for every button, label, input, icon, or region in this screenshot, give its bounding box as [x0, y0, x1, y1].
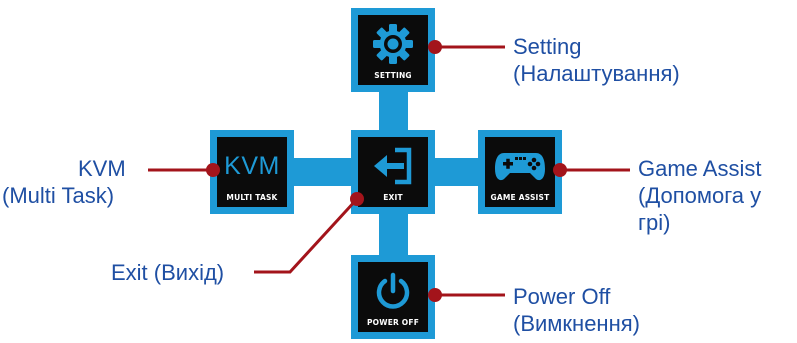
game-assist-label: GAME ASSIST	[490, 193, 550, 202]
kvm-leader-dot	[206, 163, 220, 177]
power-off-label: POWER OFF	[366, 318, 420, 327]
kvm-label: MULTI TASK	[226, 193, 278, 202]
game-assist-annotation-line1: Game Assist	[638, 156, 762, 181]
gamepad-icon	[485, 143, 555, 189]
exit-leader-line	[254, 197, 359, 274]
kvm-annotation: KVM (Multi Task)	[2, 155, 126, 209]
kvm-icon-text-wrap: KVM	[217, 143, 287, 189]
kvm-annotation-line2: (Multi Task)	[2, 183, 115, 208]
setting-annotation-line2: (Налаштування)	[513, 61, 680, 86]
exit-annotation: Exit (Вихід)	[111, 259, 224, 286]
kvm-icon-text: KVM	[224, 151, 280, 180]
setting-label: SETTING	[374, 71, 412, 80]
game-assist-annotation-line2: (Допомога у	[638, 183, 762, 208]
game-assist-leader-dot	[553, 163, 567, 177]
setting-leader-dot	[428, 40, 442, 54]
power-off-annotation: Power Off (Вимкнення)	[513, 283, 640, 337]
exit-label: EXIT	[383, 193, 403, 202]
game-assist-annotation-line3: грі)	[638, 210, 671, 235]
power-off-leader-dot	[428, 288, 442, 302]
setting-annotation-line1: Setting	[513, 34, 582, 59]
power-off-annotation-line1: Power Off	[513, 284, 611, 309]
setting-annotation: Setting (Налаштування)	[513, 33, 680, 87]
power-icon	[358, 268, 428, 314]
game-assist-annotation: Game Assist (Допомога у грі)	[638, 155, 761, 236]
exit-icon	[358, 143, 428, 189]
exit-tile[interactable]: EXIT	[351, 130, 435, 214]
kvm-annotation-line1: KVM	[78, 156, 126, 181]
gear-icon	[358, 21, 428, 67]
exit-annotation-line1: Exit (Вихід)	[111, 260, 225, 285]
power-off-annotation-line2: (Вимкнення)	[513, 311, 640, 336]
setting-tile[interactable]: SETTING	[351, 8, 435, 92]
exit-leader-dot	[350, 192, 364, 206]
